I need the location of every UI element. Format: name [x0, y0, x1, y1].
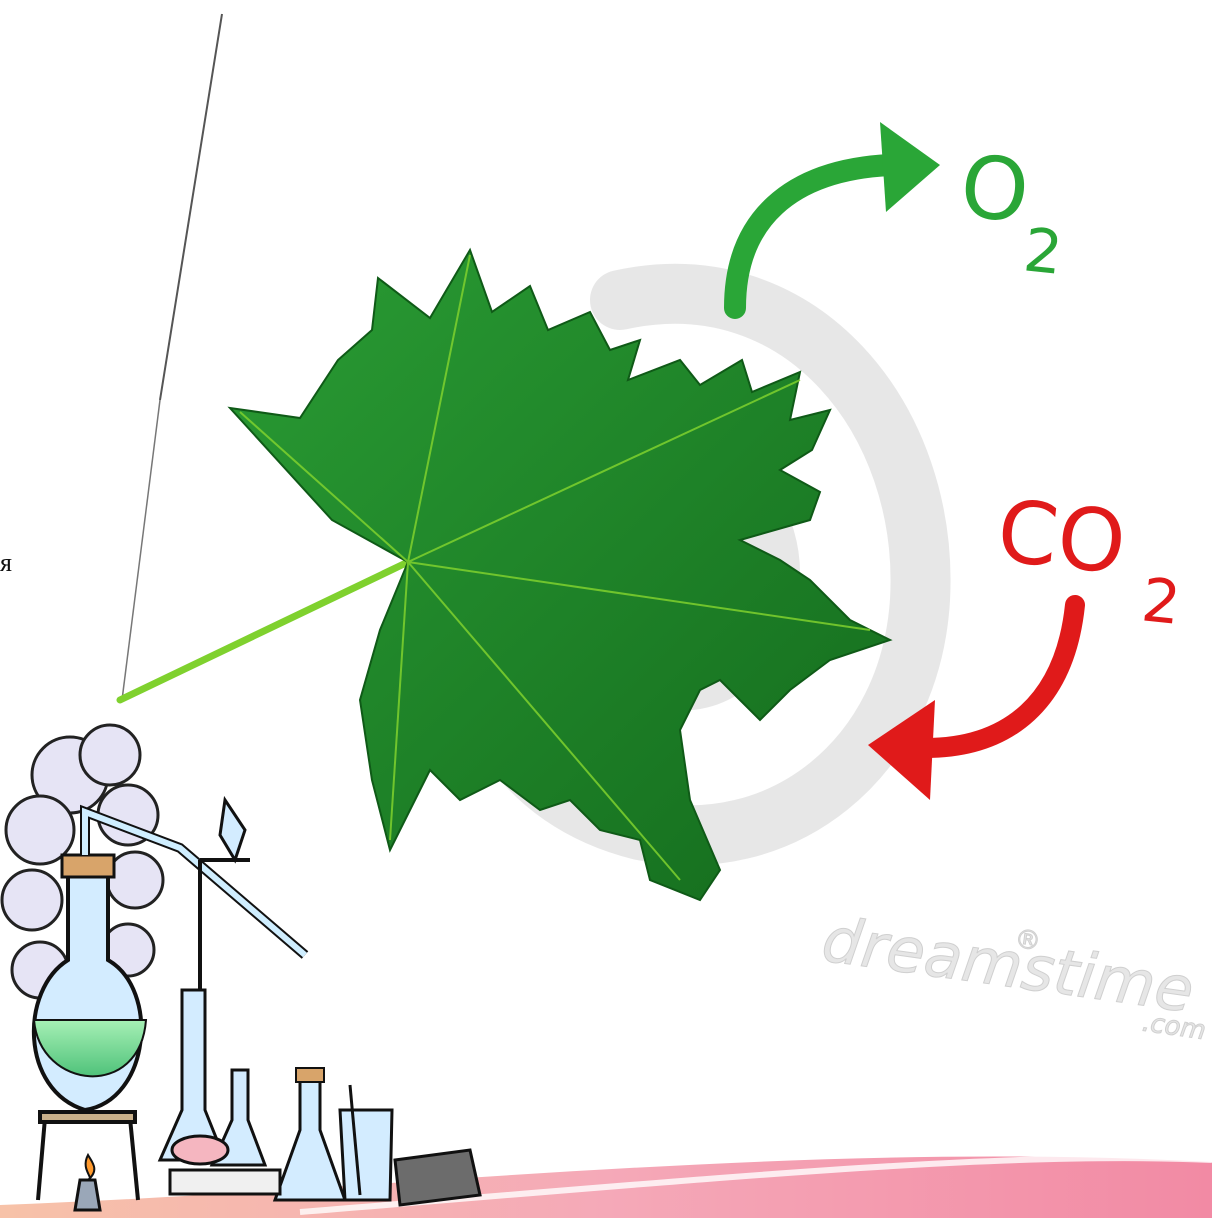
svg-text:2: 2: [1138, 565, 1183, 639]
svg-text:O: O: [956, 136, 1034, 243]
svg-text:2: 2: [1020, 215, 1065, 289]
svg-text:®: ®: [1013, 924, 1043, 957]
svg-text:CO: CO: [993, 481, 1131, 594]
